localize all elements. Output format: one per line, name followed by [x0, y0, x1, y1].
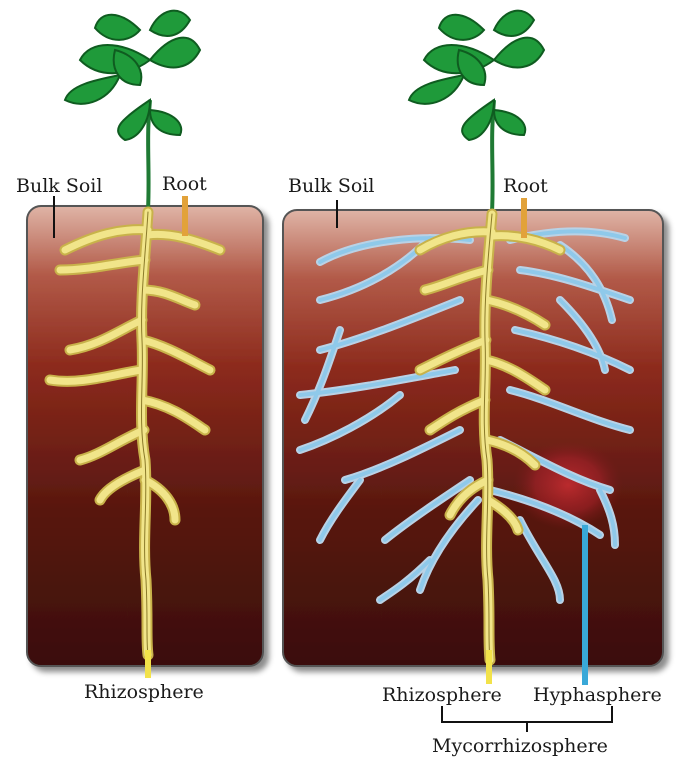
right-rhizosphere-label: Rhizosphere [382, 684, 502, 706]
left-rhizosphere-marker [145, 650, 151, 678]
mycorrhizosphere-bracket [442, 706, 612, 732]
right-root-label: Root [503, 175, 548, 197]
right-root-marker [521, 198, 527, 238]
hyphasphere-marker [582, 525, 588, 685]
left-bulk-soil-label: Bulk Soil [16, 175, 102, 197]
mycorrhizosphere-label: Mycorrhizosphere [432, 735, 608, 757]
left-root-marker [182, 196, 188, 236]
hyphasphere-label: Hyphasphere [533, 684, 662, 706]
right-rhizosphere-marker [486, 650, 492, 684]
left-rhizosphere-label: Rhizosphere [84, 681, 204, 703]
left-root-label: Root [162, 173, 207, 195]
right-bulk-soil-label: Bulk Soil [288, 175, 374, 197]
